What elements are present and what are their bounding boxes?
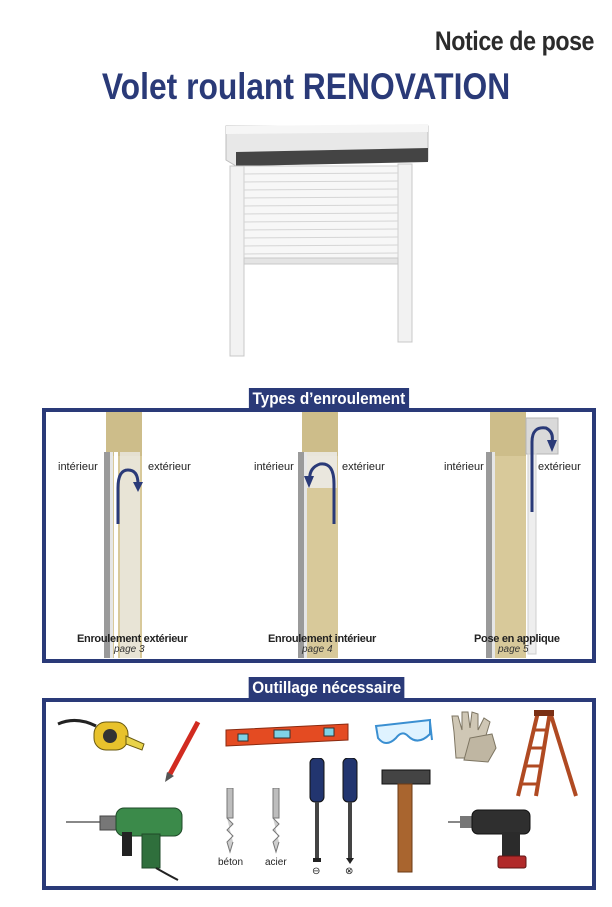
caption-exterior-winding: Enroulement extérieur <box>77 633 188 645</box>
doc-subtitle: Notice de pose <box>434 26 595 56</box>
page-ref-4: page 4 <box>302 644 333 655</box>
caption-surface-mount: Pose en applique <box>474 633 560 645</box>
corded-drill-icon <box>66 807 183 881</box>
hammer-icon <box>381 769 431 873</box>
spirit-level-icon <box>225 723 349 747</box>
safety-glasses-icon <box>374 718 433 744</box>
label-exterior-2: extérieur <box>342 461 385 473</box>
page-ref-5: page 5 <box>498 644 529 655</box>
drill-bit-concrete-icon <box>226 788 234 854</box>
label-exterior-3: extérieur <box>538 461 581 473</box>
drill-bit-steel-icon <box>272 788 280 854</box>
phillips-screwdriver-icon <box>342 758 358 864</box>
work-gloves-icon <box>451 711 497 763</box>
diagram-exterior-winding <box>104 412 143 658</box>
label-interior-3: intérieur <box>444 461 484 473</box>
tape-measure-icon <box>57 719 145 751</box>
flat-tip-symbol: ⊖ <box>312 866 321 877</box>
step-ladder-icon <box>516 710 578 797</box>
doc-title: Volet roulant RENOVATION <box>101 66 511 107</box>
label-interior-2: intérieur <box>254 461 294 473</box>
label-exterior-1: extérieur <box>148 461 191 473</box>
cordless-drill-icon <box>448 809 531 869</box>
section-label-winding-types: Types d’enroulement <box>248 388 409 409</box>
label-interior-1: intérieur <box>58 461 98 473</box>
phillips-tip-symbol: ⊗ <box>345 866 354 877</box>
roller-shutter-illustration <box>225 124 429 357</box>
drill-bit-steel-label: acier <box>265 857 287 868</box>
page-ref-3: page 3 <box>114 644 145 655</box>
caption-interior-winding: Enroulement intérieur <box>268 633 376 645</box>
flat-screwdriver-icon <box>309 758 325 862</box>
diagram-surface-mount <box>486 412 559 658</box>
diagram-interior-winding <box>298 412 338 658</box>
section-label-tools: Outillage nécessaire <box>248 677 405 698</box>
drill-bit-concrete-label: béton <box>218 857 244 868</box>
pencil-icon <box>165 720 201 782</box>
